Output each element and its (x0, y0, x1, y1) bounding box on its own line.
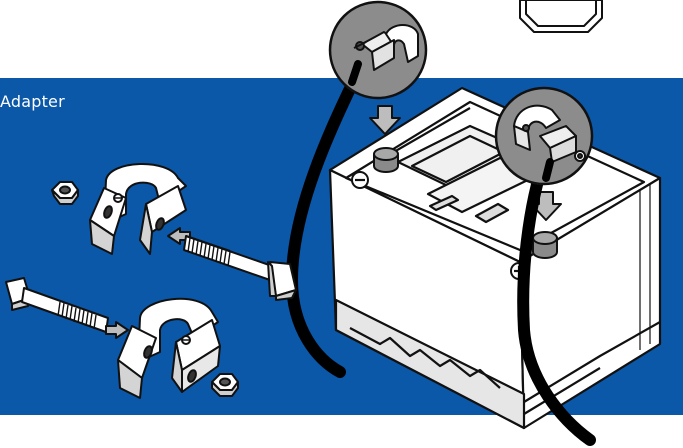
adapter-label: Adapter (0, 92, 65, 111)
hex-nut (212, 374, 238, 396)
top-battery-fragment (520, 0, 602, 32)
zoom-circle-positive (496, 88, 592, 184)
zoom-circle-negative (330, 2, 426, 98)
negative-terminal-post (374, 148, 398, 172)
positive-terminal-post (533, 232, 557, 258)
minus-sign-icon (352, 172, 368, 188)
